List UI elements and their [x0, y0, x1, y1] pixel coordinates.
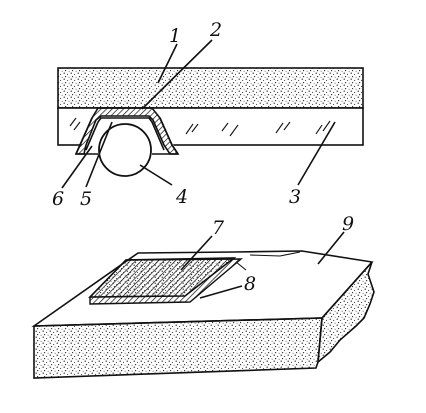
slab-surface-texture: [235, 251, 301, 271]
bottom-label-9: 9: [342, 213, 354, 235]
top-label-5: 5: [80, 188, 92, 210]
top-label-2: 2: [209, 19, 222, 41]
top-label-6: 6: [52, 188, 64, 210]
top-label-4: 4: [175, 186, 188, 208]
sleeve-5: [85, 117, 165, 151]
bottom-leader-lines: [180, 231, 345, 299]
slab-9-front: [33, 317, 323, 379]
bottom-label-8: 8: [244, 273, 256, 295]
plate-7: [88, 257, 237, 298]
pipe-4: [98, 123, 152, 177]
top-label-1: 1: [169, 25, 181, 47]
top-label-3: 3: [289, 186, 301, 208]
bottom-assembly: 7 8 9: [31, 213, 375, 379]
top-assembly: 1 2 3 4 5 6: [52, 19, 364, 210]
slab-9-side: [317, 261, 375, 364]
board-1: [57, 67, 364, 109]
top-leader-lines: [61, 39, 336, 189]
bottom-label-7: 7: [212, 217, 225, 239]
